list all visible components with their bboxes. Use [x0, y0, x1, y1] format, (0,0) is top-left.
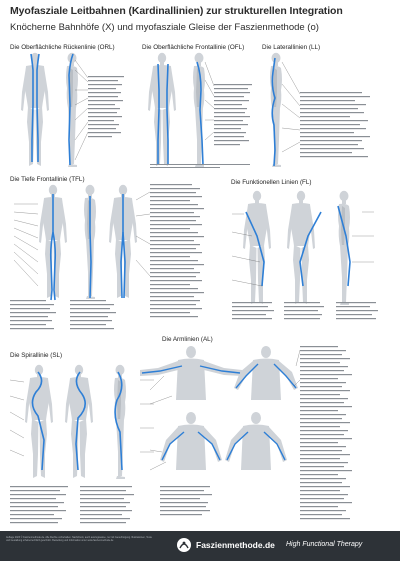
ofl-leaders — [204, 61, 215, 141]
fl-line — [245, 205, 351, 287]
sl-figure-back — [65, 364, 93, 478]
tfl-legend-bottom — [10, 300, 116, 330]
faszienmethode-logo-icon — [177, 538, 191, 552]
al-figure-back-arms — [234, 346, 298, 400]
orl-figure-back — [21, 52, 49, 166]
al-figure-front-low — [160, 412, 222, 470]
al-leaders — [149, 349, 301, 471]
al-line — [141, 363, 297, 461]
al-figure-front-arms — [140, 346, 242, 400]
orl-legend — [88, 76, 124, 138]
orl-figure-side — [66, 52, 78, 167]
section-title-al: Die Armlinien (AL) — [162, 336, 213, 343]
poster-header: Myofasziale Leitbahnen (Kardinallinien) … — [0, 0, 400, 42]
section-title-orl: Die Oberflächliche Rückenlinie (ORL) — [10, 44, 115, 51]
poster-title: Myofasziale Leitbahnen (Kardinallinien) … — [10, 5, 343, 17]
myofascial-lines-illustration — [9, 52, 378, 524]
ofl-footnote — [150, 164, 250, 168]
poster-subtitle: Knöcherne Bahnhöfe (X) und myofasziale G… — [10, 22, 319, 33]
sl-line — [31, 371, 123, 471]
sl-leaders — [9, 379, 154, 457]
section-title-tfl: Die Tiefe Frontallinie (TFL) — [10, 176, 85, 183]
orl-line — [30, 53, 74, 166]
tfl-leaders — [13, 191, 151, 287]
tfl-line — [49, 194, 126, 301]
sl-legend — [10, 486, 134, 524]
ll-legend — [300, 92, 370, 158]
footer-tagline: High Functional Therapy — [286, 541, 363, 548]
ofl-line — [157, 61, 204, 166]
footer-brand[interactable]: Faszienmethode.de — [196, 540, 275, 550]
section-title-fl: Die Funktionellen Linien (FL) — [231, 179, 312, 186]
ll-line — [271, 57, 276, 167]
fl-figure-back — [287, 190, 315, 304]
ll-leaders — [281, 61, 301, 153]
fl-legend — [232, 302, 378, 320]
section-title-ll: Die Laterallinien (LL) — [262, 44, 321, 51]
tfl-legend-right — [150, 184, 204, 318]
section-title-sl: Die Spirallinie (SL) — [10, 352, 63, 359]
fl-figure-front — [243, 190, 271, 304]
al-legend-left — [160, 486, 212, 516]
ofl-legend — [214, 84, 252, 146]
section-title-ofl: Die Oberflächliche Frontallinie (OFL) — [142, 44, 245, 51]
al-figure-back-low — [225, 412, 287, 470]
footer-legal-text: Auflage 2023 © Faszienmethode.de. Alle R… — [6, 536, 152, 542]
al-legend — [300, 346, 352, 520]
orl-leaders — [74, 59, 89, 161]
ofl-figure-front — [148, 52, 176, 166]
poster-footer: Auflage 2023 © Faszienmethode.de. Alle R… — [0, 531, 400, 561]
fl-leaders — [231, 211, 374, 287]
